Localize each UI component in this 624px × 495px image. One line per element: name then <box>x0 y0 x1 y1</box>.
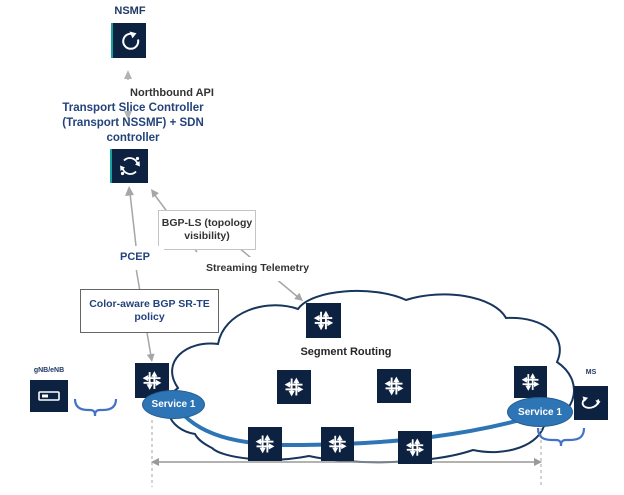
circular-arrow-icon <box>116 27 144 55</box>
router-icon <box>322 428 353 460</box>
segment-routing-cloud <box>166 289 575 464</box>
router-icon <box>307 304 340 337</box>
router-icon <box>278 371 310 403</box>
pcep-label: PCEP <box>106 246 164 270</box>
router-icon <box>378 370 410 402</box>
segment-routing-label: Segment Routing <box>300 346 392 358</box>
service-badge-right: Service 1 <box>507 397 573 427</box>
sr-te-path <box>174 404 550 448</box>
streaming-telemetry-label: Streaming Telemetry <box>201 257 314 281</box>
baseband-unit-icon <box>37 388 61 404</box>
controller-title: Transport Slice Controller (Transport NS… <box>62 102 204 144</box>
ms-label: MS <box>585 369 597 376</box>
ms-node <box>574 386 608 420</box>
gnb-enb-label: gNB/eNB <box>33 367 65 374</box>
router-node-core-right <box>377 369 411 403</box>
router-node-bottom-2 <box>321 427 354 461</box>
router-node-top <box>306 303 341 338</box>
northbound-api-label: Northbound API <box>110 80 234 107</box>
router-icon <box>399 432 431 463</box>
right-brace <box>536 427 586 447</box>
nsmf-node <box>111 23 146 58</box>
sync-arrows-icon <box>116 152 144 180</box>
router-node-bottom-1 <box>248 427 282 461</box>
bgp-ls-label: BGP-LS (topology visibility) <box>158 210 256 250</box>
service-badge-left: Service 1 <box>142 390 205 419</box>
left-brace <box>73 398 118 417</box>
gnb-enb-node <box>30 380 68 412</box>
color-aware-policy-label: Color-aware BGP SR-TE policy <box>80 289 219 333</box>
nsmf-label: NSMF <box>114 5 146 17</box>
sdn-controller-node <box>110 149 148 183</box>
router-node-core-left <box>277 370 311 404</box>
router-icon <box>515 367 546 397</box>
router-node-bottom-3 <box>398 431 432 464</box>
router-node-pe-right <box>514 366 547 398</box>
router-icon <box>249 428 281 460</box>
loop-arrow-icon <box>577 389 605 417</box>
